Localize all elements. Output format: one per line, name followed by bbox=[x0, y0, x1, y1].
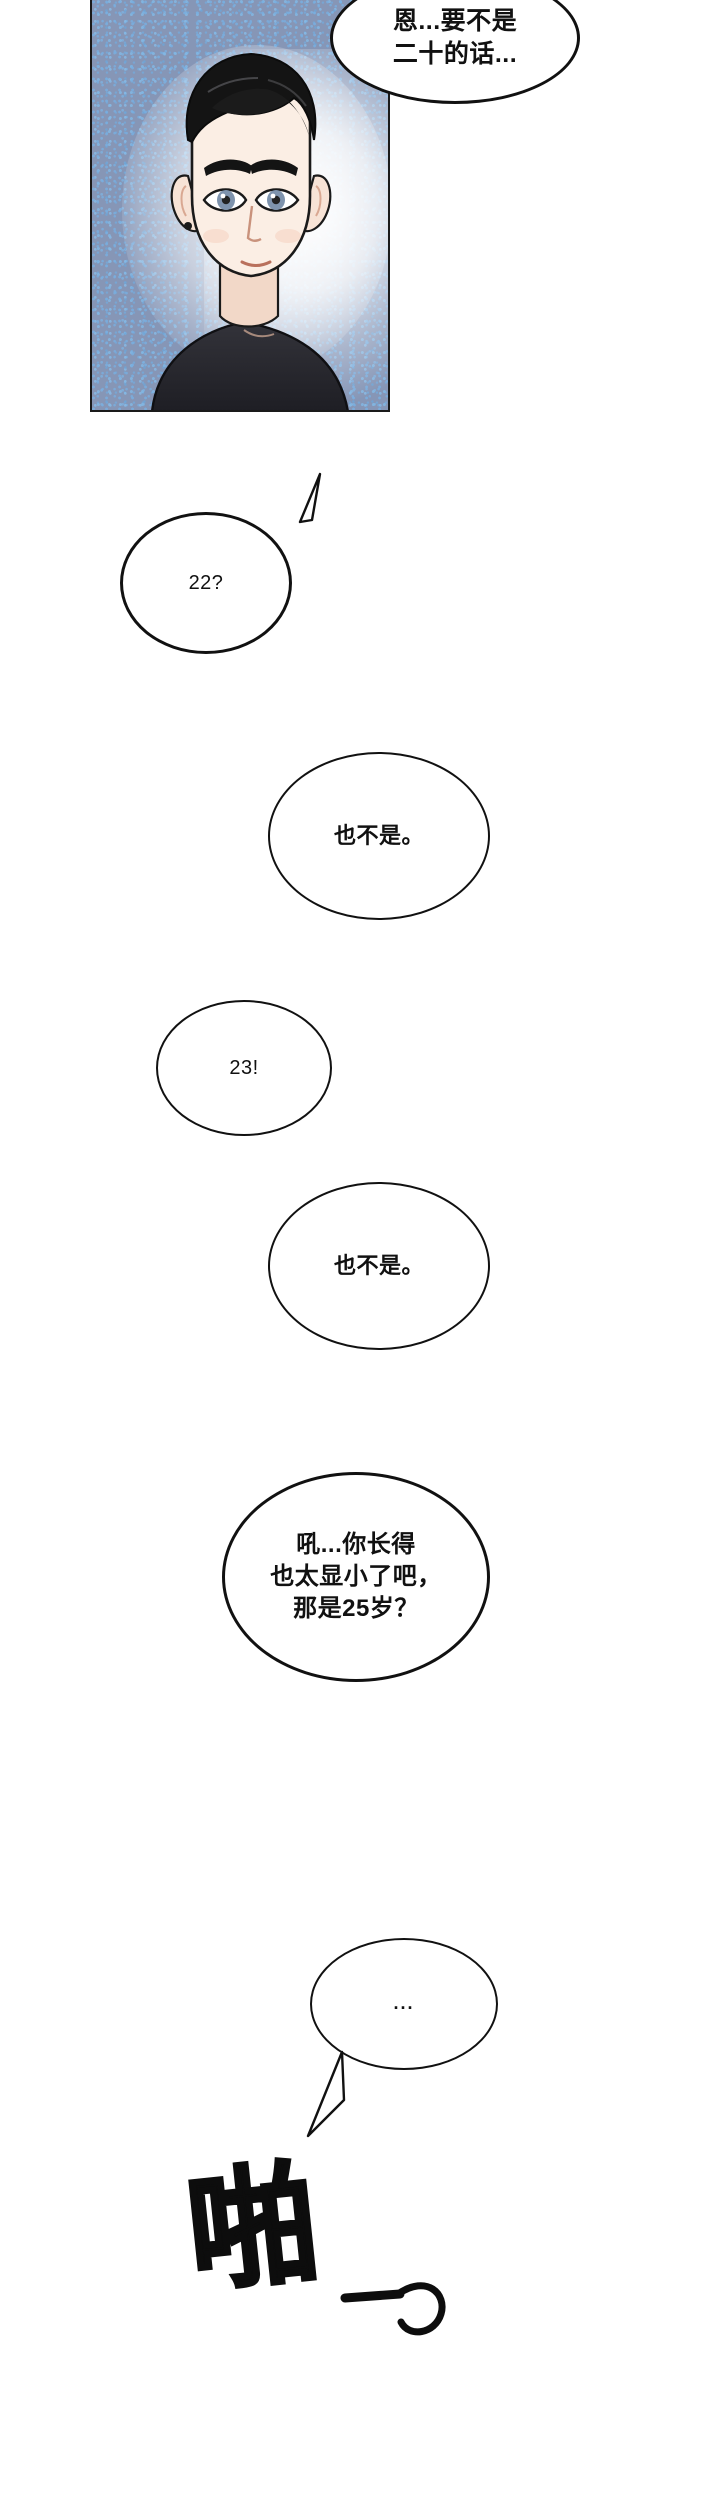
speech-bubble-also-no-1-text: 也不是。 bbox=[333, 823, 424, 849]
speech-bubble-also-no-2-text: 也不是。 bbox=[333, 1253, 424, 1279]
speech-bubble-also-no-2: 也不是。 bbox=[268, 1182, 490, 1350]
speech-bubble-23-text: 23! bbox=[229, 1056, 259, 1079]
speech-bubble-also-no-1: 也不是。 bbox=[268, 752, 490, 920]
speech-bubble-you-look-young-text: 吼...你长得 也太显小了吧， 那是25岁？ bbox=[270, 1531, 442, 1622]
eyebrow-left bbox=[204, 159, 252, 176]
speech-bubble-ellipsis: ... bbox=[310, 1938, 498, 2070]
sfx-trailing-mark bbox=[340, 2282, 446, 2336]
character-illustration bbox=[122, 45, 388, 410]
sfx-clap: 啪 bbox=[179, 2145, 525, 2345]
bubble-tail-22 bbox=[298, 472, 322, 524]
speech-bubble-22-text: 22? bbox=[188, 571, 224, 594]
eye-right bbox=[254, 188, 300, 212]
speech-bubble-ellipsis-text: ... bbox=[393, 1993, 415, 2014]
eyebrow-right bbox=[250, 159, 298, 176]
mouth bbox=[240, 260, 272, 267]
eye-left bbox=[202, 188, 248, 212]
portrait-panel bbox=[90, 0, 390, 412]
speech-bubble-you-look-young: 吼...你长得 也太显小了吧， 那是25岁？ bbox=[222, 1472, 490, 1682]
speech-bubble-23: 23! bbox=[156, 1000, 332, 1136]
speech-bubble-top-text: 恩...要不是 二十的话... bbox=[392, 7, 518, 68]
speech-bubble-top: 恩...要不是 二十的话... bbox=[330, 0, 580, 104]
earring bbox=[184, 222, 192, 230]
speech-bubble-22: 22? bbox=[120, 512, 292, 654]
nose bbox=[246, 205, 262, 242]
bubble-tail-ellipsis bbox=[306, 2050, 346, 2138]
